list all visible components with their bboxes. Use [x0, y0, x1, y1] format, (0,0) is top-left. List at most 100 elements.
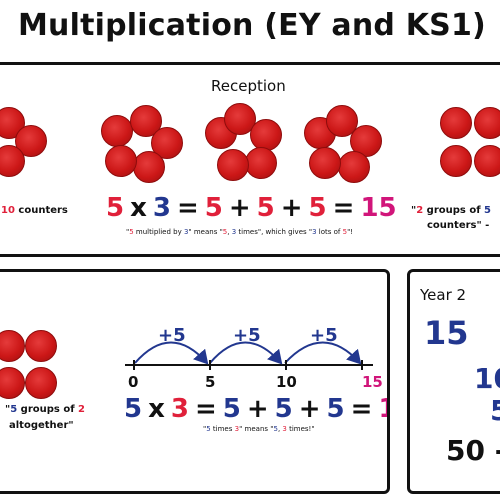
quote-mark: " [5, 404, 11, 415]
quote-num-1: 2 [416, 205, 424, 216]
equation-token: + [246, 394, 269, 424]
quote-num-2: 5 [484, 205, 492, 216]
year2-panel: Year 2 15 10 5 50 - [407, 269, 500, 494]
equation-token: 5 [308, 193, 327, 223]
equation-token: 5 [256, 193, 275, 223]
equation-token: = [176, 193, 199, 223]
equation-token: 3 [152, 193, 171, 223]
year1-equation: 5x3=5+5+5=15 [121, 394, 387, 424]
nl-label-0: 0 [128, 373, 139, 391]
counter [25, 367, 57, 399]
equation-token: = [332, 193, 355, 223]
quote-mid: groups of [423, 205, 485, 216]
note-token: times [210, 425, 235, 433]
left-caption: 10 counters [1, 205, 68, 216]
caption-text: counters [14, 205, 68, 216]
jump-arc-3 [284, 341, 362, 365]
reception-note: "5 multiplied by 3" means "5, 3 times", … [126, 228, 353, 236]
note-token: , [227, 228, 232, 236]
counter [440, 145, 472, 177]
note-token: times", which gives " [236, 228, 313, 236]
counter [440, 107, 472, 139]
number-line [125, 341, 373, 366]
counter [309, 147, 341, 179]
equation-token: + [298, 394, 321, 424]
nl-label-5: 5 [205, 373, 216, 391]
counter [133, 151, 165, 183]
jump-arc-2 [209, 341, 283, 365]
tick-10 [285, 360, 287, 370]
tick-5 [209, 360, 211, 370]
note-token: 3 [183, 228, 189, 236]
note-token: " [126, 228, 130, 236]
counter [101, 115, 133, 147]
equation-token: 5 [106, 193, 125, 223]
equation-token: + [280, 193, 303, 223]
note-token: multiplied by [133, 228, 184, 236]
counter [25, 330, 57, 362]
tick-15 [361, 360, 363, 370]
counter [245, 147, 277, 179]
equation-token: 5 [204, 193, 223, 223]
equation-token: 15 [360, 193, 397, 223]
quote-num-2: 2 [78, 404, 86, 415]
counter [338, 151, 370, 183]
counter [474, 145, 500, 177]
year2-value-1: 15 [424, 314, 469, 352]
equation-token: = [194, 394, 217, 424]
year1-note: "5 times 3" means "5, 3 times!" [203, 425, 315, 433]
note-token: " means " [239, 425, 274, 433]
equation-token: x [148, 394, 165, 424]
year1-quote-line-2: altogether" [9, 420, 74, 431]
counter [105, 145, 137, 177]
year1-quote-line-1: "5 groups of 2 [5, 404, 85, 415]
note-token: 5 [206, 425, 211, 433]
nl-label-15: 15 [362, 373, 383, 391]
note-token: 3 [312, 228, 317, 236]
note-token: 5 [342, 228, 348, 236]
note-token: 5 [129, 228, 134, 236]
counter [0, 145, 25, 177]
tick-0 [133, 360, 135, 370]
year2-label: Year 2 [420, 286, 467, 304]
counter [217, 149, 249, 181]
equation-token: 5 [274, 394, 293, 424]
note-token: " [203, 425, 207, 433]
equation-token: 3 [170, 394, 189, 424]
jump-label-1: +5 [158, 325, 186, 346]
counter [250, 119, 282, 151]
right-quote-line-2: counters" - [427, 220, 490, 231]
equation-token: + [228, 193, 251, 223]
quote-mark: " [411, 205, 417, 216]
note-token: "! [347, 228, 354, 236]
note-token: times!" [286, 425, 315, 433]
page-title: Multiplication (EY and KS1) [18, 8, 486, 43]
note-token: lots of [316, 228, 343, 236]
reception-label: Reception [211, 77, 286, 95]
year2-value-3: 5 [490, 394, 500, 427]
right-quote-line-1: "2 groups of 5 [411, 205, 491, 216]
equation-token: 15 [378, 394, 387, 424]
counter [0, 107, 25, 139]
jump-label-3: +5 [310, 325, 338, 346]
equation-token: x [130, 193, 147, 223]
equation-token: 5 [124, 394, 143, 424]
counter [0, 330, 25, 362]
quote-num-1: 5 [10, 404, 18, 415]
jump-arc-1 [134, 341, 209, 365]
year2-value-2: 10 [474, 362, 500, 395]
equation-token: 5 [222, 394, 241, 424]
note-token: 5 [273, 425, 278, 433]
caption-number: 10 [1, 205, 15, 216]
note-token: 3 [231, 228, 237, 236]
note-token: 5 [222, 228, 228, 236]
equation-token: = [350, 394, 373, 424]
note-token: 3 [234, 425, 240, 433]
year2-value-4: 50 - [446, 434, 500, 467]
year1-panel: "5 groups of 2 altogether" +5 +5 +5 0 5 … [0, 269, 390, 494]
note-token: " means " [188, 228, 223, 236]
note-token: 3 [282, 425, 287, 433]
quote-mid: groups of [17, 404, 79, 415]
